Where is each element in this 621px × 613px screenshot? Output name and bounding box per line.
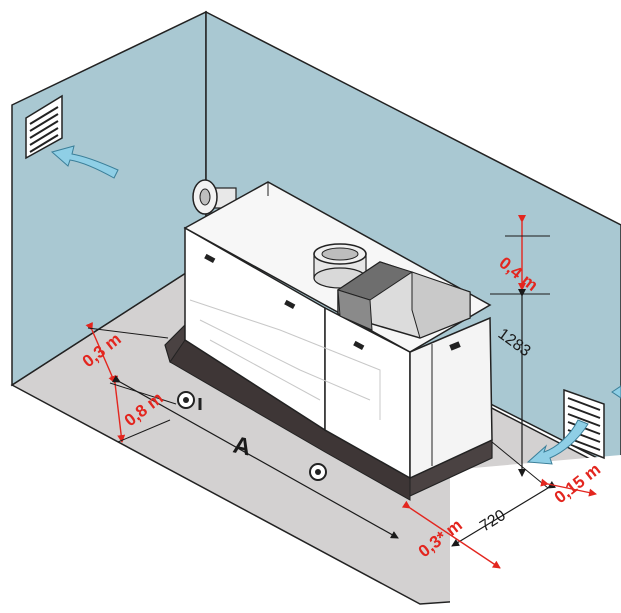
flue-pipe-icon: [192, 179, 237, 215]
boiler-end: [409, 316, 493, 480]
back-wall: [205, 10, 621, 471]
burner-cover: [336, 261, 471, 339]
length-label: A: [231, 431, 254, 461]
flue-collar: [313, 243, 367, 289]
airflow-arrow-icon: [526, 419, 589, 465]
airflow-arrow-icon: [50, 145, 119, 179]
vent-grille-icon: [25, 94, 63, 160]
